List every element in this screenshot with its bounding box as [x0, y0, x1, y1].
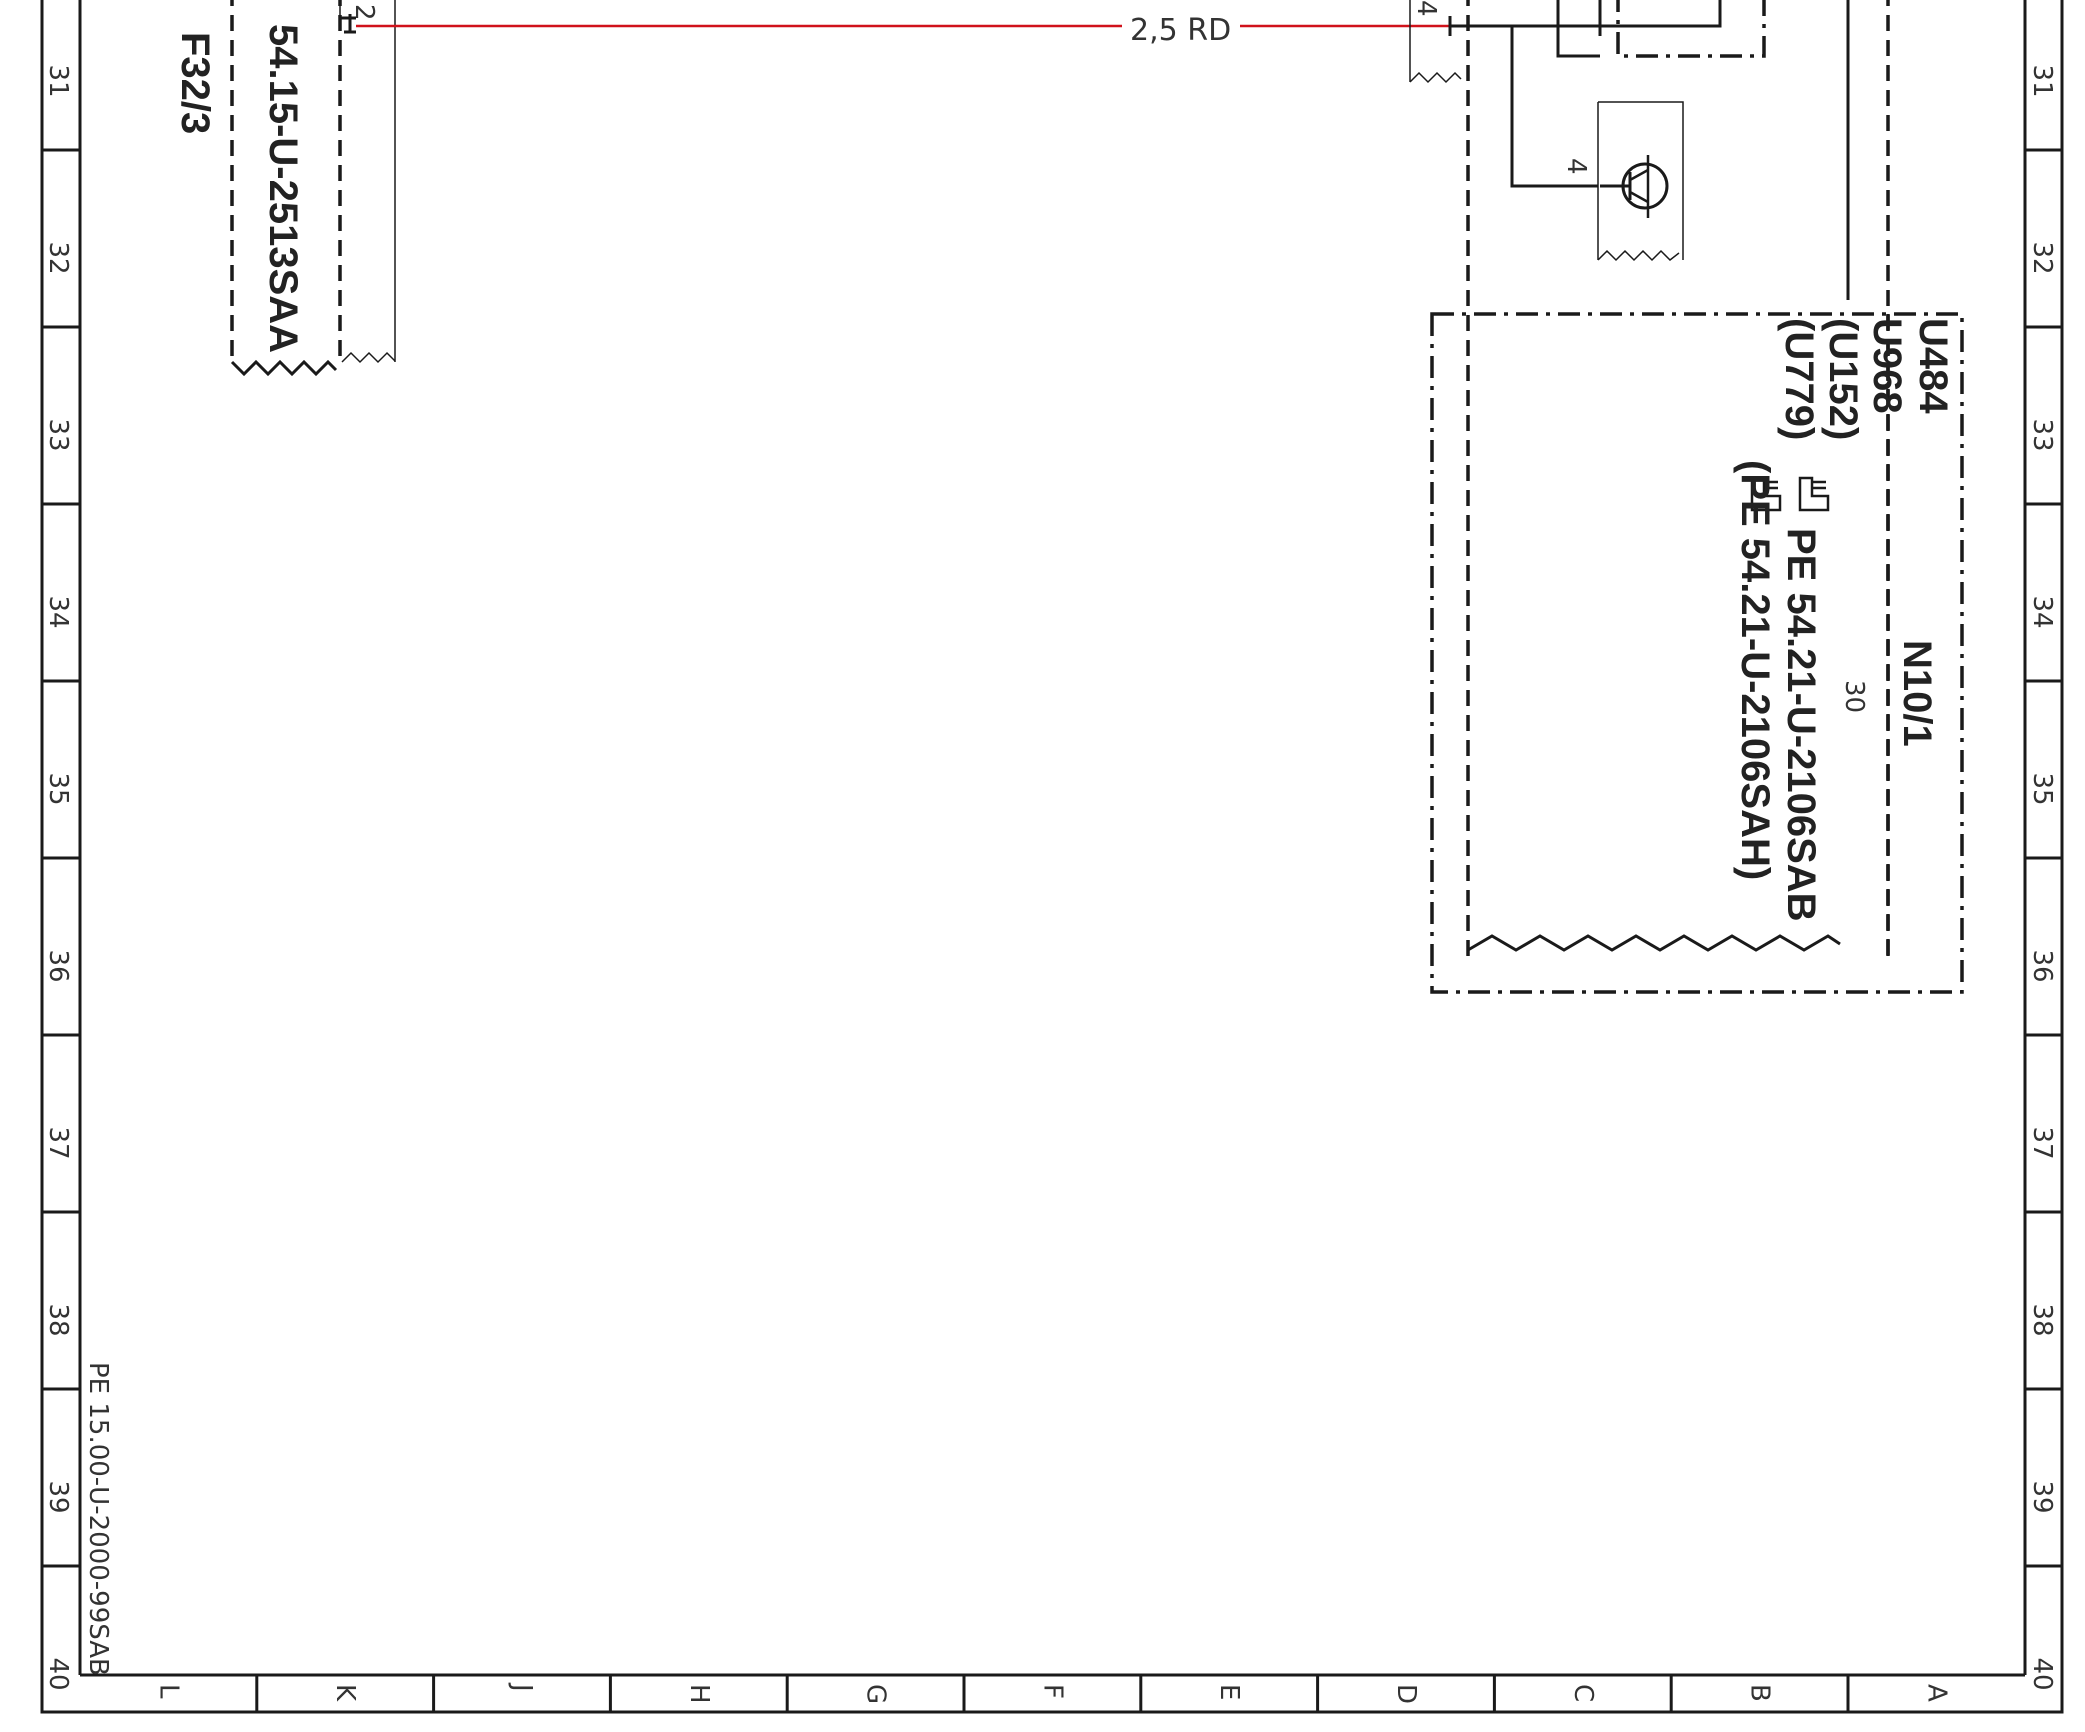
- row-label-left: 37: [43, 1127, 73, 1160]
- column-label: E: [1214, 1684, 1244, 1700]
- row-label-left: 34: [43, 596, 73, 629]
- left-component-name: F32/3: [173, 32, 217, 134]
- row-label-left: 33: [43, 419, 73, 452]
- row-label-left: 38: [43, 1304, 73, 1337]
- left-component-ref: 54.15-U-2513SAA: [261, 24, 305, 353]
- pointing-hand-icon: [1798, 476, 1830, 512]
- outer-border: [40, 0, 2064, 1714]
- row-label-left: 35: [43, 773, 73, 806]
- column-label: L: [153, 1684, 183, 1699]
- column-label: J: [507, 1682, 537, 1692]
- sheet-reference: PE 15.00-U-2000-99SAB: [83, 1362, 113, 1676]
- wire-label: 2,5 RD: [1130, 13, 1231, 48]
- row-labels-right: 31 32 33 34 35 36 37 38 39 40: [2027, 65, 2057, 1691]
- module-variant-3: (U152): [1821, 318, 1865, 440]
- row-label-left: 32: [43, 242, 73, 275]
- left-component-f32-3: 2 54.15-U-2513SAA F32/3: [173, 0, 396, 377]
- transistor-component: 4: [1561, 101, 1684, 262]
- row-label-right: 39: [2027, 1481, 2057, 1514]
- column-ticks: [255, 1675, 1850, 1712]
- module-variants: U484 U968 (U152) (U779): [1777, 318, 1955, 440]
- row-ticks: [42, 148, 2062, 1568]
- internal-wiring: [1472, 0, 1850, 300]
- module-n10-1: U484 U968 (U152) (U779) N10/1 30 PE 54.2…: [1430, 312, 1964, 994]
- module-ref-2: (PE 54.21-U-2106SAH): [1733, 460, 1777, 880]
- row-label-left: 31: [43, 65, 73, 98]
- column-label: G: [861, 1684, 891, 1704]
- row-label-right: 33: [2027, 419, 2057, 452]
- module-variant-2: U968: [1865, 318, 1909, 414]
- right-connector-pin-label: 4: [1411, 0, 1441, 17]
- module-name: N10/1: [1895, 640, 1939, 747]
- module-variant-4: (U779): [1777, 318, 1821, 440]
- row-label-left: 40: [43, 1658, 73, 1691]
- row-label-right: 38: [2027, 1304, 2057, 1337]
- column-label: F: [1037, 1684, 1067, 1699]
- row-labels-left: 31 32 33 34 35 36 37 38 39 40: [43, 65, 73, 1691]
- row-label-right: 35: [2027, 773, 2057, 806]
- column-label: K: [330, 1684, 360, 1702]
- column-label: H: [684, 1684, 714, 1704]
- transistor-pin-label: 4: [1561, 158, 1591, 175]
- column-label: D: [1391, 1684, 1421, 1704]
- row-label-right: 32: [2027, 242, 2057, 275]
- transistor-symbol-icon: [1600, 155, 1669, 218]
- row-label-left: 36: [43, 950, 73, 983]
- column-label: B: [1745, 1684, 1775, 1702]
- row-label-right: 40: [2027, 1658, 2057, 1691]
- row-label-right: 31: [2027, 65, 2057, 98]
- row-label-left: 39: [43, 1481, 73, 1514]
- module-ref-1: PE 54.21-U-2106SAB: [1779, 528, 1823, 922]
- column-label: A: [1921, 1684, 1951, 1702]
- left-connector-pin-label: 2: [349, 4, 379, 21]
- pointing-hand-icon: [1750, 476, 1782, 512]
- module-pin-label: 30: [1839, 680, 1869, 713]
- module-variant-1: U484: [1911, 318, 1955, 414]
- row-label-right: 37: [2027, 1127, 2057, 1160]
- row-label-right: 34: [2027, 596, 2057, 629]
- right-connector: 4: [1409, 0, 1472, 84]
- row-label-right: 36: [2027, 950, 2057, 983]
- column-label: C: [1568, 1684, 1598, 1702]
